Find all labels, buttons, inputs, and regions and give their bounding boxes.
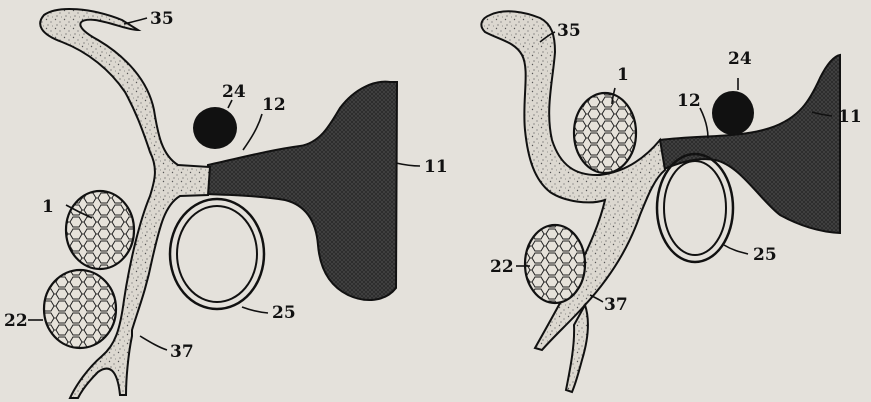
left-cluster-22: [44, 270, 116, 348]
right-label-35: 35: [557, 21, 581, 41]
left-cluster-1: [66, 191, 134, 269]
right-node-24: [712, 91, 754, 135]
left-label-11: 11: [424, 157, 448, 177]
right-label-11: 11: [838, 107, 862, 127]
left-ring-25-inner: [177, 206, 257, 302]
left-label-22: 22: [4, 311, 28, 331]
left-label-24: 24: [222, 82, 246, 102]
left-label-12: 12: [262, 95, 286, 115]
left-label-37: 37: [170, 342, 194, 362]
left-node-24: [193, 107, 237, 149]
right-label-22: 22: [490, 257, 514, 277]
right-label-12: 12: [677, 91, 701, 111]
left-label-25: 25: [272, 303, 296, 323]
left-label-35: 35: [150, 9, 174, 29]
right-label-1: 1: [617, 65, 629, 85]
right-label-25: 25: [753, 245, 777, 265]
left-label-1: 1: [42, 197, 54, 217]
right-cluster-1: [574, 93, 636, 173]
right-label-24: 24: [728, 49, 752, 69]
right-label-37: 37: [604, 295, 628, 315]
right-ring-25-inner: [664, 161, 726, 255]
right-cluster-22: [525, 225, 585, 303]
